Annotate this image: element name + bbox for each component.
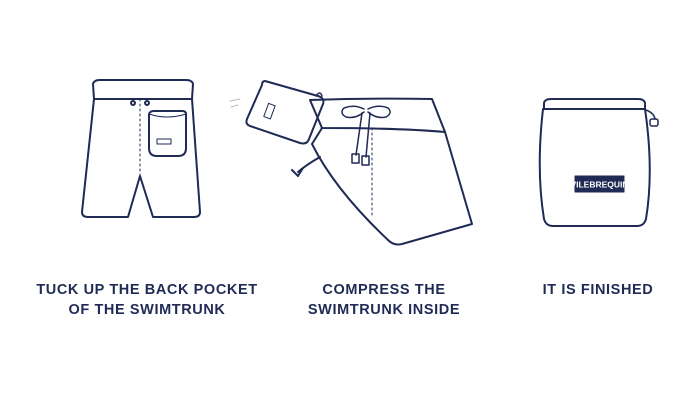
step-1-caption: TUCK UP THE BACK POCKET OF THE SWIMTRUNK bbox=[16, 280, 278, 320]
step-2-line-2: SWIMTRUNK INSIDE bbox=[307, 302, 461, 318]
step-3-line-1: IT IS FINISHED bbox=[542, 282, 654, 298]
step-1-line-1: TUCK UP THE BACK POCKET bbox=[36, 282, 258, 298]
step-3-caption: IT IS FINISHED bbox=[520, 280, 676, 300]
step-2-line-1: COMPRESS THE bbox=[322, 282, 446, 298]
brand-label: VILEBREQUIN bbox=[570, 180, 628, 190]
step-2-caption: COMPRESS THE SWIMTRUNK INSIDE bbox=[282, 280, 486, 320]
swimtrunk-fold-icon bbox=[229, 80, 473, 246]
swimtrunk-back-icon bbox=[81, 79, 201, 218]
finished-pouch-icon: VILEBREQUIN bbox=[538, 98, 659, 227]
step-1-line-2: OF THE SWIMTRUNK bbox=[68, 302, 226, 318]
